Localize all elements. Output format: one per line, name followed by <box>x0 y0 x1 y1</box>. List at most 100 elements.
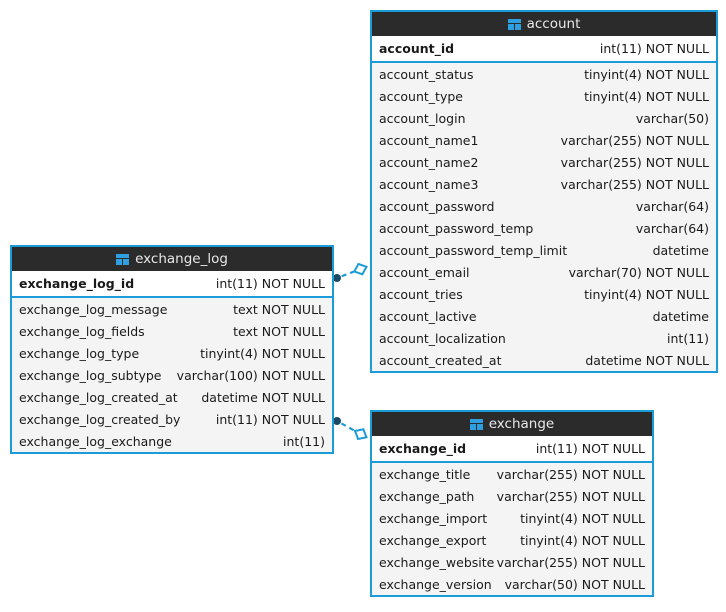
column-type: tinyint(4) NOT NULL <box>584 286 709 302</box>
column-type: int(11) NOT NULL <box>535 441 645 456</box>
column-row[interactable]: account_tries tinyint(4) NOT NULL <box>372 283 716 305</box>
column-row[interactable]: exchange_log_type tinyint(4) NOT NULL <box>12 342 332 364</box>
column-name: account_login <box>379 110 466 126</box>
column-row-primary-key[interactable]: exchange_id int(11) NOT NULL <box>372 436 652 461</box>
column-name: exchange_log_created_by <box>19 411 181 427</box>
column-name: account_password <box>379 198 495 214</box>
column-name: account_id <box>379 41 455 56</box>
column-name: account_tries <box>379 286 463 302</box>
column-type: int(11) <box>667 330 709 346</box>
column-name: exchange_log_exchange <box>19 433 172 449</box>
column-type: varchar(50) NOT NULL <box>504 576 645 592</box>
column-name: exchange_title <box>379 466 471 482</box>
relationship-source-dot <box>333 274 341 282</box>
column-row[interactable]: account_password_temp_limit datetime <box>372 239 716 261</box>
column-name: exchange_log_subtype <box>19 367 162 383</box>
entity-title-account: account <box>526 16 581 32</box>
column-type: text NOT NULL <box>233 323 325 339</box>
column-name: account_password_temp_limit <box>379 242 568 258</box>
column-name: exchange_import <box>379 510 488 526</box>
column-type: varchar(255) NOT NULL <box>560 176 709 192</box>
column-type: varchar(70) NOT NULL <box>568 264 709 280</box>
column-row[interactable]: exchange_title varchar(255) NOT NULL <box>372 463 652 485</box>
column-type: tinyint(4) NOT NULL <box>200 345 325 361</box>
column-row[interactable]: account_login varchar(50) <box>372 107 716 129</box>
column-row[interactable]: exchange_import tinyint(4) NOT NULL <box>372 507 652 529</box>
relationship-line <box>340 422 358 434</box>
column-type: varchar(64) <box>635 220 709 236</box>
column-name: account_name2 <box>379 154 479 170</box>
relationship-exchange_log-to-exchange[interactable] <box>333 417 368 441</box>
column-type: text NOT NULL <box>233 301 325 317</box>
table-icon <box>469 418 483 430</box>
column-row[interactable]: account_lactive datetime <box>372 305 716 327</box>
column-name: exchange_id <box>379 441 467 456</box>
relationship-line <box>341 269 358 278</box>
column-name: account_name1 <box>379 132 479 148</box>
entity-title-exchange: exchange <box>488 416 555 432</box>
column-row[interactable]: exchange_log_subtype varchar(100) NOT NUL… <box>12 364 332 386</box>
entity-header-exchange_log[interactable]: exchange_log <box>12 247 332 271</box>
column-type: varchar(255) NOT NULL <box>496 466 645 482</box>
column-name: exchange_website <box>379 554 495 570</box>
column-name: exchange_log_type <box>19 345 140 361</box>
column-type: int(11) <box>283 433 325 449</box>
column-type: varchar(255) NOT NULL <box>496 488 645 504</box>
column-row[interactable]: exchange_log_created_by int(11) NOT NULL <box>12 408 332 430</box>
column-name: exchange_log_fields <box>19 323 145 339</box>
column-row[interactable]: account_password varchar(64) <box>372 195 716 217</box>
column-row-primary-key[interactable]: account_id int(11) NOT NULL <box>372 36 716 61</box>
column-name: account_lactive <box>379 308 477 324</box>
column-name: exchange_log_message <box>19 301 168 317</box>
relationship-target-diamond <box>353 428 368 441</box>
column-type: varchar(64) <box>635 198 709 214</box>
column-row[interactable]: account_created_at datetime NOT NULL <box>372 349 716 371</box>
column-type: datetime NOT NULL <box>585 352 709 368</box>
column-name: exchange_log_created_at <box>19 389 178 405</box>
column-type: varchar(50) <box>635 110 709 126</box>
table-icon <box>116 253 130 265</box>
column-type: varchar(255) NOT NULL <box>560 154 709 170</box>
column-row[interactable]: exchange_log_fields text NOT NULL <box>12 320 332 342</box>
relationship-exchange_log-to-account[interactable] <box>333 262 368 282</box>
entity-header-exchange[interactable]: exchange <box>372 412 652 436</box>
column-type: int(11) NOT NULL <box>599 41 709 56</box>
column-type: int(11) NOT NULL <box>215 411 325 427</box>
column-type: datetime <box>652 242 709 258</box>
entity-header-account[interactable]: account <box>372 12 716 36</box>
relationship-source-dot <box>333 417 341 425</box>
column-type: datetime <box>652 308 709 324</box>
column-row[interactable]: account_name2 varchar(255) NOT NULL <box>372 151 716 173</box>
column-row[interactable]: exchange_log_exchange int(11) <box>12 430 332 452</box>
column-type: tinyint(4) NOT NULL <box>520 532 645 548</box>
column-type: int(11) NOT NULL <box>215 276 325 291</box>
column-type: varchar(100) NOT NULL <box>176 367 325 383</box>
table-icon <box>507 18 521 30</box>
column-type: tinyint(4) NOT NULL <box>520 510 645 526</box>
column-name: account_created_at <box>379 352 502 368</box>
primary-key-section-account: account_id int(11) NOT NULL <box>372 36 716 63</box>
column-row[interactable]: exchange_log_message text NOT NULL <box>12 298 332 320</box>
column-name: account_status <box>379 66 474 82</box>
